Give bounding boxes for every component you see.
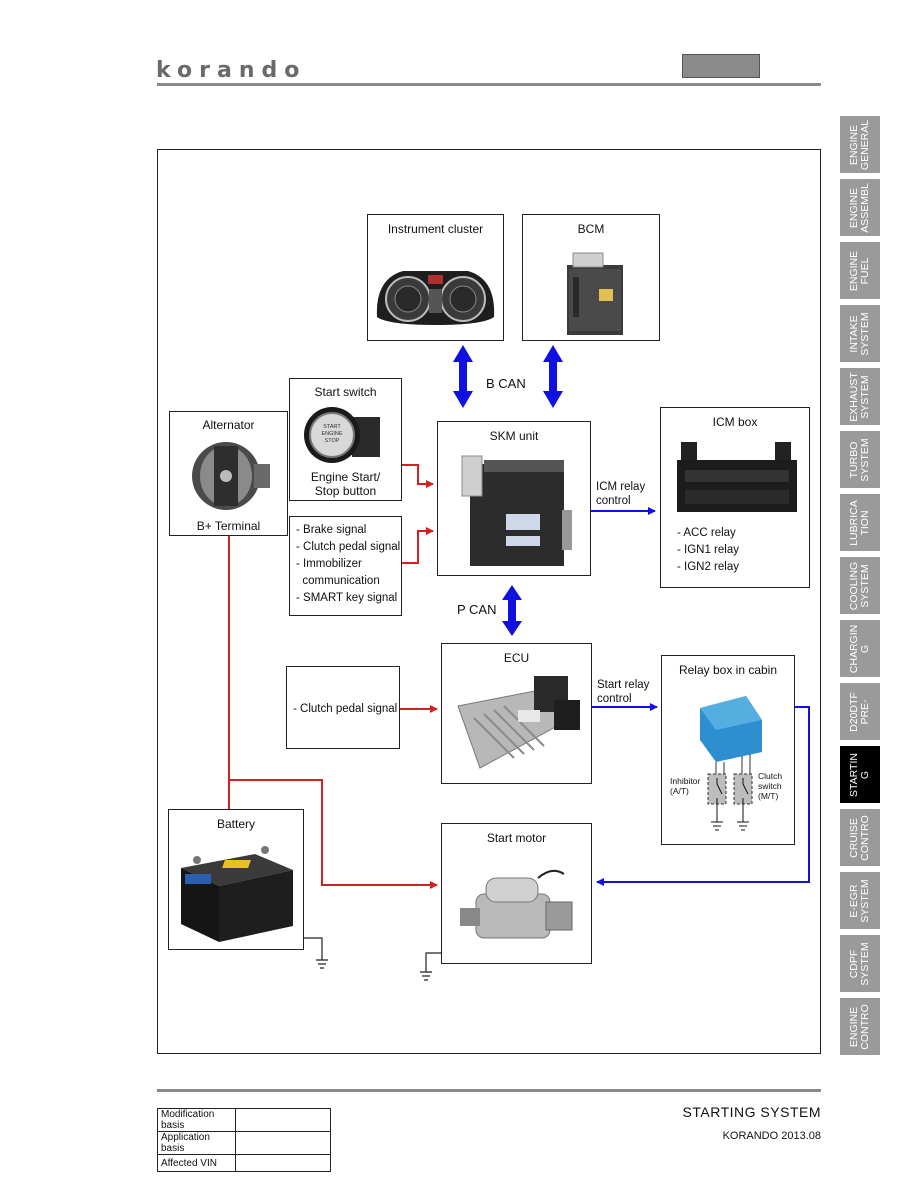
start-switch-box: Start switch START ENGINE STOP Engine St… — [289, 378, 402, 501]
ecu-input-box: - Clutch pedal signal — [286, 666, 400, 749]
header-rule — [157, 83, 821, 86]
section-tab[interactable]: LUBRICA TION — [840, 494, 880, 551]
instrument-cluster-title: Instrument cluster — [387, 222, 484, 236]
icm-box-title: ICM box — [712, 415, 758, 429]
b-can-label: B CAN — [486, 376, 526, 391]
section-tab[interactable]: COOLING SYSTEM — [840, 557, 880, 614]
section-tab[interactable]: D20DTF PRE- — [840, 683, 880, 740]
section-tab[interactable]: ENGINE CONTRO — [840, 998, 880, 1055]
row-value — [235, 1154, 331, 1172]
icm-relay-control-label: ICM relay control — [596, 481, 646, 507]
section-tab[interactable]: CDPF SYSTEM — [840, 935, 880, 992]
relay-to-motor-wire — [596, 706, 810, 886]
section-tab[interactable]: TURBO SYSTEM — [840, 431, 880, 488]
section-tab[interactable]: ENGINE GENERAL — [840, 116, 880, 173]
relay-schematic — [700, 696, 762, 831]
alternator-title: Alternator — [202, 418, 255, 432]
diagram-frame — [157, 149, 821, 1054]
section-tab[interactable]: EXHAUST SYSTEM — [840, 368, 880, 425]
relay-box-title: Relay box in cabin — [678, 663, 778, 677]
battery-ground-icon — [316, 959, 328, 969]
section-tab[interactable]: INTAKE SYSTEM — [840, 305, 880, 362]
start-switch-title: Start switch — [314, 385, 377, 399]
ecu-box: ECU — [441, 643, 592, 784]
footer-rule — [157, 1089, 821, 1092]
instrument-cluster-image — [376, 271, 495, 325]
bcm-box: BCM — [522, 214, 660, 341]
row-key: Affected VIN — [157, 1154, 236, 1172]
icm-relay-list: - ACC relay - IGN1 relay - IGN2 relay — [677, 527, 739, 573]
b-can-arrow-right — [543, 345, 563, 408]
section-title: STARTING SYSTEM — [682, 1104, 821, 1120]
brand-logo: korando — [156, 58, 307, 83]
start-switch-wire — [401, 464, 434, 488]
battery-ground-wire — [304, 937, 323, 960]
section-tabs: ENGINE GENERAL ENGINE ASSEMBL ENGINE FUEL I… — [840, 116, 880, 1061]
ecu-title: ECU — [503, 651, 530, 665]
row-key: Modification basis — [157, 1108, 236, 1132]
start-button-image — [304, 407, 380, 463]
row-value — [235, 1108, 331, 1132]
skm-input-wire — [402, 527, 434, 564]
model-label: KORANDO 2013.08 — [722, 1130, 821, 1142]
start-motor-image — [460, 869, 573, 939]
table-row: Application basis — [157, 1131, 331, 1155]
battery-image — [181, 846, 293, 942]
start-motor-title: Start motor — [486, 831, 547, 845]
section-tab[interactable]: ENGINE ASSEMBL — [840, 179, 880, 236]
section-tab[interactable]: STARTIN G — [840, 746, 880, 803]
section-tab[interactable]: ENGINE FUEL — [840, 242, 880, 299]
battery-box: Battery — [168, 809, 304, 950]
header-marker — [682, 54, 760, 78]
section-tab[interactable]: E-EGR SYSTEM — [840, 872, 880, 929]
ecu-input-text: - Clutch pedal signal — [293, 703, 398, 715]
icm-box: ICM box - ACC relay - IGN1 relay - IGN2 … — [660, 407, 810, 588]
battery-to-motor-wire — [229, 779, 438, 889]
skm-unit-box: SKM unit — [437, 421, 591, 576]
revision-table: Modification basis Application basis Aff… — [157, 1108, 331, 1172]
skm-unit-image — [461, 455, 572, 566]
skm-unit-title: SKM unit — [489, 429, 539, 443]
battery-title: Battery — [216, 817, 255, 831]
motor-ground-icon — [420, 971, 432, 981]
start-switch-caption: Engine Start/ Stop button — [310, 470, 381, 498]
section-tab[interactable]: CHARGIN G — [840, 620, 880, 677]
p-can-label: P CAN — [457, 602, 497, 617]
p-can-arrow — [502, 585, 522, 636]
b-can-arrow-left — [453, 345, 473, 408]
row-key: Application basis — [157, 1131, 236, 1155]
b-terminal-label: B+ Terminal — [196, 519, 261, 533]
alternator-box: Alternator B+ Terminal — [169, 411, 288, 536]
skm-inputs-box: - Brake signal - Clutch pedal signal - I… — [289, 516, 402, 616]
start-button-text: START ENGINE STOP — [321, 424, 343, 444]
row-value — [235, 1131, 331, 1155]
start-motor-box: Start motor — [441, 823, 592, 964]
motor-ground-wire — [425, 952, 441, 972]
icm-box-image — [677, 442, 797, 512]
table-row: Modification basis — [157, 1108, 331, 1132]
clutch-switch-label: Clutch switch (M/T) — [758, 771, 783, 801]
start-relay-control-label: Start relay control — [597, 679, 650, 705]
ecu-image — [457, 676, 580, 769]
relay-box: Relay box in cabin Inhibitor (A/T) Clutc… — [661, 655, 795, 845]
bcm-image — [567, 252, 623, 335]
inhibitor-label: Inhibitor (A/T) — [670, 776, 701, 796]
instrument-cluster-box: Instrument cluster — [367, 214, 504, 341]
table-row: Affected VIN — [157, 1154, 331, 1172]
bcm-title: BCM — [577, 222, 605, 236]
skm-inputs-list: - Brake signal - Clutch pedal signal - I… — [296, 524, 401, 604]
alternator-image — [192, 442, 270, 510]
section-tab[interactable]: CRUISE CONTRO — [840, 809, 880, 866]
